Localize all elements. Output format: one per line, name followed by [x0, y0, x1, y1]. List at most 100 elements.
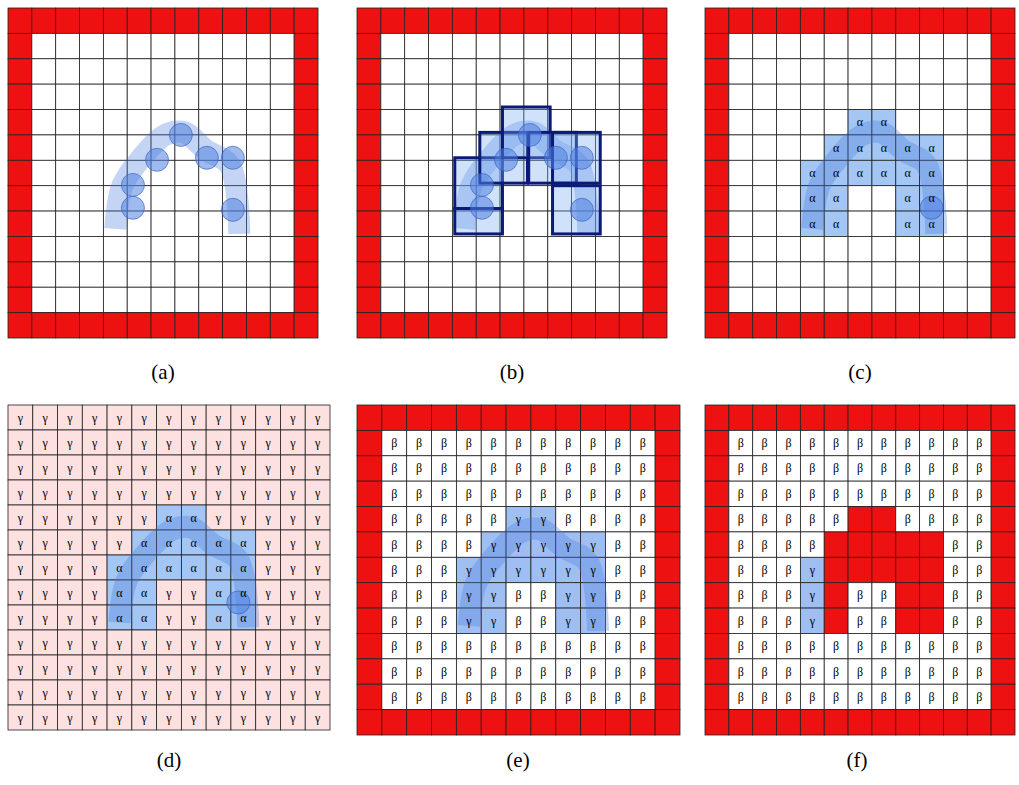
- cell-symbol: α: [800, 160, 824, 185]
- grid-cell: [82, 630, 107, 655]
- grid-cell: [531, 659, 556, 684]
- grid-cell: [280, 555, 305, 580]
- cell-symbol: γ: [231, 405, 256, 430]
- obstacle-cell: [896, 557, 920, 582]
- cell-symbol: β: [967, 557, 991, 582]
- obstacle-cell: [848, 8, 872, 33]
- obstacle-cell: [643, 313, 667, 338]
- cell-symbol: β: [800, 430, 824, 455]
- cell-symbol: β: [605, 456, 630, 481]
- obstacle-cell: [481, 710, 506, 735]
- grid-cell: [920, 110, 944, 135]
- grid-cell: [452, 59, 476, 84]
- grid-cell: [256, 480, 281, 505]
- grid-cell: [531, 608, 556, 633]
- grid-cell: [848, 84, 872, 109]
- grid-cell: [32, 186, 56, 211]
- grid-cell: [943, 84, 967, 109]
- grid-cell: [32, 211, 56, 236]
- grid-cell: [872, 684, 896, 709]
- obstacle-cell: [56, 8, 80, 33]
- grid-cell: [270, 135, 294, 160]
- obstacle-cell: [896, 8, 920, 33]
- grid-cell: [729, 84, 753, 109]
- grid-cell: [132, 430, 157, 455]
- grid-cell: [151, 59, 175, 84]
- cell-symbol: β: [506, 608, 531, 633]
- grid-cell: [175, 262, 199, 287]
- grid-cell: [270, 110, 294, 135]
- grid-cell: [753, 33, 777, 58]
- grid-cell: [270, 211, 294, 236]
- cell-symbol: β: [382, 456, 407, 481]
- grid-cell: [8, 555, 33, 580]
- grid-cell: [920, 33, 944, 58]
- obstacle-cell: [405, 313, 429, 338]
- grid-cell: [181, 680, 206, 705]
- cell-symbol: γ: [33, 580, 58, 605]
- grid-cell: [531, 481, 556, 506]
- grid-cell: [280, 630, 305, 655]
- obstacle-cell: [8, 186, 32, 211]
- grid-cell: [848, 186, 872, 211]
- grid-cell: [605, 557, 630, 582]
- obstacle-cell: [991, 659, 1015, 684]
- grid-cell: [456, 481, 481, 506]
- obstacle-cell: [429, 313, 453, 338]
- cell-symbol: β: [432, 481, 457, 506]
- cell-symbol: β: [531, 659, 556, 684]
- obstacle-cell: [872, 405, 896, 430]
- obstacle-cell: [80, 8, 104, 33]
- cell-symbol: β: [605, 633, 630, 658]
- cell-symbol: γ: [256, 580, 281, 605]
- obstacle-cell: [991, 135, 1015, 160]
- grid-cell: [630, 507, 655, 532]
- grid-cell: [175, 33, 199, 58]
- cell-symbol: β: [581, 633, 606, 658]
- obstacle-cell: [705, 8, 729, 33]
- grid-cell: [605, 507, 630, 532]
- obstacle-cell: [619, 313, 643, 338]
- cell-symbol: β: [729, 608, 753, 633]
- grid-cell: [58, 505, 83, 530]
- grid-cell: [246, 84, 270, 109]
- grid-cell: [407, 684, 432, 709]
- obstacle-cell: [357, 430, 382, 455]
- cell-symbol: β: [943, 481, 967, 506]
- grid-cell: [80, 211, 104, 236]
- grid-cell: [500, 33, 524, 58]
- cell-symbol: β: [729, 532, 753, 557]
- grid-cell: [753, 59, 777, 84]
- grid-cell: [107, 630, 132, 655]
- grid-cell: [157, 405, 182, 430]
- obstacle-cell: [456, 405, 481, 430]
- cell-symbol: γ: [206, 655, 231, 680]
- obstacle-cell: [605, 710, 630, 735]
- grid-cell: [777, 608, 801, 633]
- grid-cell: [943, 481, 967, 506]
- cell-symbol: α: [132, 605, 157, 630]
- grid-cell: [305, 505, 330, 530]
- grid-cell: [432, 684, 457, 709]
- grid-cell: [848, 160, 872, 185]
- obstacle-cell: [705, 287, 729, 312]
- cell-symbol: β: [848, 608, 872, 633]
- obstacle-cell: [294, 287, 318, 312]
- grid-cell: [199, 110, 223, 135]
- grid-cell: [872, 236, 896, 261]
- grid-cell: [231, 630, 256, 655]
- grid-cell: [753, 110, 777, 135]
- cell-symbol: γ: [82, 630, 107, 655]
- grid-cell: [896, 262, 920, 287]
- grid-cell: [181, 655, 206, 680]
- grid-cell: [58, 580, 83, 605]
- cell-symbol: β: [800, 633, 824, 658]
- obstacle-cell: [705, 160, 729, 185]
- grid-cell: [943, 160, 967, 185]
- cell-symbol: β: [729, 633, 753, 658]
- cell-symbol: γ: [256, 605, 281, 630]
- cell-symbol: γ: [280, 455, 305, 480]
- obstacle-cell: [991, 583, 1015, 608]
- grid-cell: [181, 455, 206, 480]
- cell-symbol: γ: [280, 430, 305, 455]
